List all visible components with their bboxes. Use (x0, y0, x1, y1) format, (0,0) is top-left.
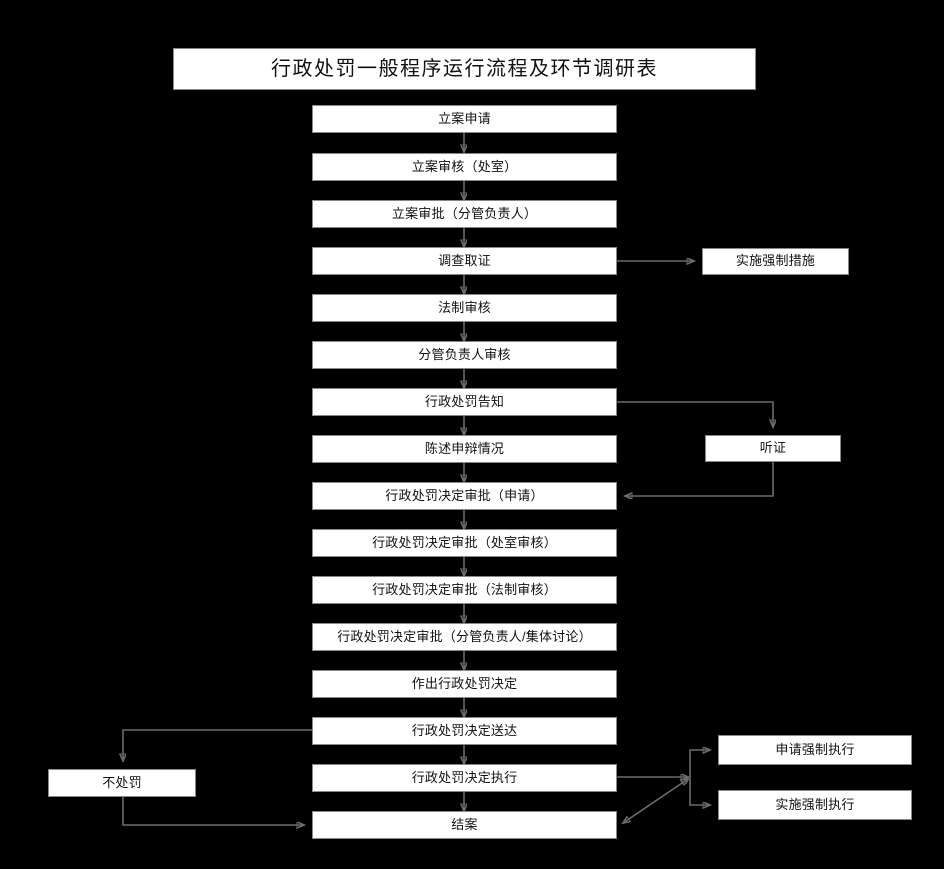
node-jue-ding-song-da[interactable]: 行政处罚决定送达 (312, 717, 617, 745)
node-li-an-shen-he-chu-shi[interactable]: 立案审核（处室） (312, 153, 617, 181)
edge-hub-n16 (623, 779, 688, 823)
node-xing-zheng-chu-fa-gao-zhi[interactable]: 行政处罚告知 (312, 388, 617, 416)
node-jue-ding-shen-pi-chu-shi[interactable]: 行政处罚决定审批（处室审核） (312, 529, 617, 557)
node-jue-ding-shen-pi-fa-zhi[interactable]: 行政处罚决定审批（法制审核） (312, 576, 617, 604)
node-zuo-chu-xing-zheng-chu-fa-jue-ding[interactable]: 作出行政处罚决定 (312, 670, 617, 698)
edge-n7-s2 (617, 401, 773, 427)
node-li-an-shen-pi-fen-guan[interactable]: 立案审批（分管负责人） (312, 200, 617, 228)
node-fa-zhi-shen-he[interactable]: 法制审核 (312, 294, 617, 322)
node-li-an-shen-qing[interactable]: 立案申请 (312, 105, 617, 133)
diagram-title: 行政处罚一般程序运行流程及环节调研表 (173, 48, 756, 90)
node-jue-ding-zhi-xing[interactable]: 行政处罚决定执行 (312, 764, 617, 792)
edge-hub-s5 (689, 777, 710, 805)
node-fen-guan-fu-ze-ren-shen-he[interactable]: 分管负责人审核 (312, 341, 617, 369)
node-jue-ding-shen-pi-ji-ti[interactable]: 行政处罚决定审批（分管负责人/集体讨论） (312, 623, 617, 651)
edge-hub-s4 (689, 750, 710, 777)
node-ting-zheng[interactable]: 听证 (705, 435, 841, 462)
edge-s2-n9 (625, 461, 774, 496)
node-shi-shi-qiang-zhi-zhi-xing[interactable]: 实施强制执行 (718, 790, 912, 820)
node-shi-shi-qiang-zhi-cuo-shi[interactable]: 实施强制措施 (702, 248, 849, 275)
edge-s3-n16 (122, 796, 304, 825)
node-shen-qing-qiang-zhi-zhi-xing[interactable]: 申请强制执行 (718, 735, 912, 765)
node-chen-shu-shen-bian-qing-kuang[interactable]: 陈述申辩情况 (312, 435, 617, 463)
node-diao-cha-qu-zheng[interactable]: 调查取证 (312, 247, 617, 275)
node-jie-an[interactable]: 结案 (312, 811, 617, 839)
edge-n14-s3 (123, 729, 312, 761)
node-bu-chu-fa[interactable]: 不处罚 (48, 769, 196, 797)
node-jue-ding-shen-pi-shen-qing[interactable]: 行政处罚决定审批（申请） (312, 482, 617, 510)
